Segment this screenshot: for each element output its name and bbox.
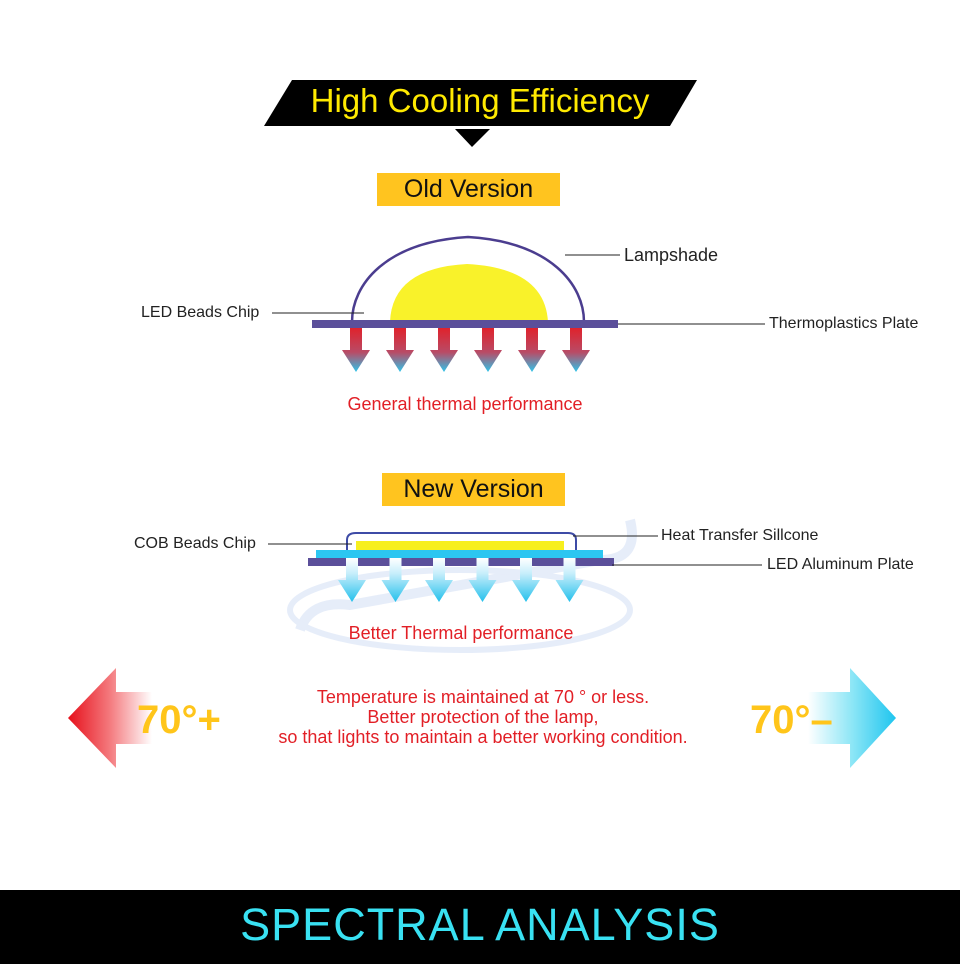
old-heat-arrows <box>342 328 590 372</box>
heat-arrow-icon <box>430 328 458 372</box>
cooling-arrow-icon <box>468 558 497 602</box>
old-version-diagram <box>272 235 765 372</box>
old-version-caption: General thermal performance <box>347 394 583 414</box>
footer-title: SPECTRAL ANALYSIS <box>240 899 720 950</box>
cooling-arrow-icon <box>338 558 366 602</box>
heat-arrow-icon <box>562 328 590 372</box>
new-version-badge: New Version <box>382 473 565 506</box>
heat-arrow-icon <box>518 328 546 372</box>
heat-transfer-silicone-label: Heat Transfer Sillcone <box>661 527 819 544</box>
led-beads-chip-label: LED Beads Chip <box>141 304 260 321</box>
aluminum-plate <box>308 558 614 566</box>
temperature-line-1: Temperature is maintained at 70 ° or les… <box>316 687 650 707</box>
silicone-layer <box>316 550 603 558</box>
hot-temperature-label: 70°+ <box>137 698 221 742</box>
cob-beads-chip-label: COB Beads Chip <box>134 535 256 552</box>
led-aluminum-plate-label: LED Aluminum Plate <box>767 556 914 573</box>
new-version-caption: Better Thermal performance <box>348 623 574 643</box>
lampshade-dome <box>350 235 586 323</box>
cooling-arrow-icon <box>425 558 453 602</box>
new-heat-arrows <box>338 558 584 602</box>
header-title: High Cooling Efficiency <box>310 82 650 119</box>
cooling-arrow-icon <box>381 558 410 602</box>
cob-chip <box>356 541 564 550</box>
cooling-arrow-icon <box>512 558 540 602</box>
old-version-badge: Old Version <box>377 173 560 206</box>
header-pointer-icon <box>455 129 490 147</box>
header-banner <box>264 80 697 126</box>
cooling-arrow-icon <box>555 558 584 602</box>
cool-temperature-label: 70°– <box>750 698 833 742</box>
heat-transfer-silicone-cover <box>346 532 577 551</box>
lampshade-label: Lampshade <box>624 245 719 265</box>
thermoplastics-plate-label: Thermoplastics Plate <box>769 315 919 332</box>
temperature-line-3: so that lights to maintain a better work… <box>278 727 688 747</box>
temperature-line-2: Better protection of the lamp, <box>367 707 599 727</box>
heat-arrow-icon <box>474 328 502 372</box>
heat-arrow-icon <box>386 328 414 372</box>
new-version-diagram <box>268 532 762 602</box>
thermoplastics-plate <box>312 320 618 328</box>
hot-arrow-icon <box>68 668 152 768</box>
cool-arrow-icon <box>808 668 896 768</box>
footer-banner: SPECTRAL ANALYSIS <box>0 890 960 964</box>
heat-arrow-icon <box>342 328 370 372</box>
led-light-dome <box>390 264 548 322</box>
